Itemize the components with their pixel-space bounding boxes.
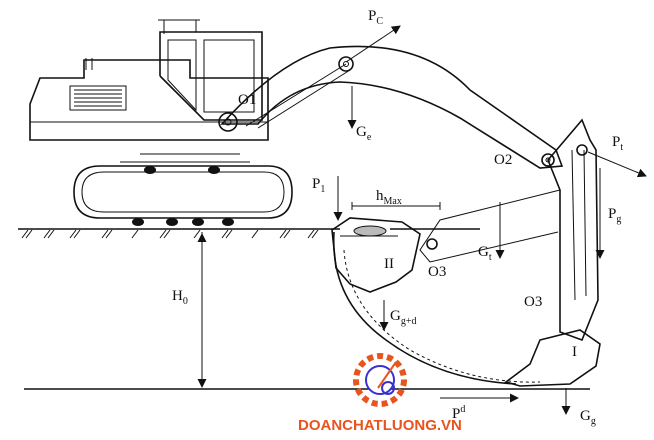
label-gt: Gt bbox=[478, 244, 492, 263]
label-h0: H0 bbox=[172, 288, 188, 307]
watermark-text: DOANCHATLUONG.VN bbox=[298, 417, 462, 434]
label-o3-lower: O3 bbox=[524, 294, 542, 310]
label-ii: II bbox=[384, 256, 394, 272]
label-o3-upper: O3 bbox=[428, 264, 446, 280]
dipper-arm bbox=[419, 118, 599, 342]
bucket-position-i bbox=[504, 329, 601, 387]
label-pc: PC bbox=[368, 8, 383, 27]
label-pt: Pt bbox=[612, 134, 623, 153]
force-arrows bbox=[333, 25, 647, 415]
label-ggd: Gg+d bbox=[390, 308, 416, 327]
label-gg: Gg bbox=[580, 408, 596, 427]
ground-hatching-top bbox=[21, 229, 319, 239]
ground-surface bbox=[18, 228, 480, 239]
digging-trajectory bbox=[332, 231, 541, 385]
label-hmax: hMax bbox=[376, 188, 402, 207]
label-p1: P1 bbox=[312, 176, 325, 195]
label-ge: Ge bbox=[356, 124, 372, 143]
diagram-labels: PC O1 Ge O2 Pt Pg P1 hMax Gt II O3 O3 H0… bbox=[172, 8, 623, 427]
label-pg: Pg bbox=[608, 206, 621, 225]
bucket-position-ii bbox=[331, 217, 421, 293]
boom-arm bbox=[218, 45, 564, 169]
label-pd: Pd bbox=[452, 404, 465, 422]
label-i: I bbox=[572, 344, 577, 360]
label-o1: O1 bbox=[238, 92, 256, 108]
label-o2: O2 bbox=[494, 152, 512, 168]
excavator-body bbox=[29, 19, 269, 141]
crawler-track bbox=[73, 153, 293, 226]
watermark-logo-icon bbox=[353, 353, 407, 407]
